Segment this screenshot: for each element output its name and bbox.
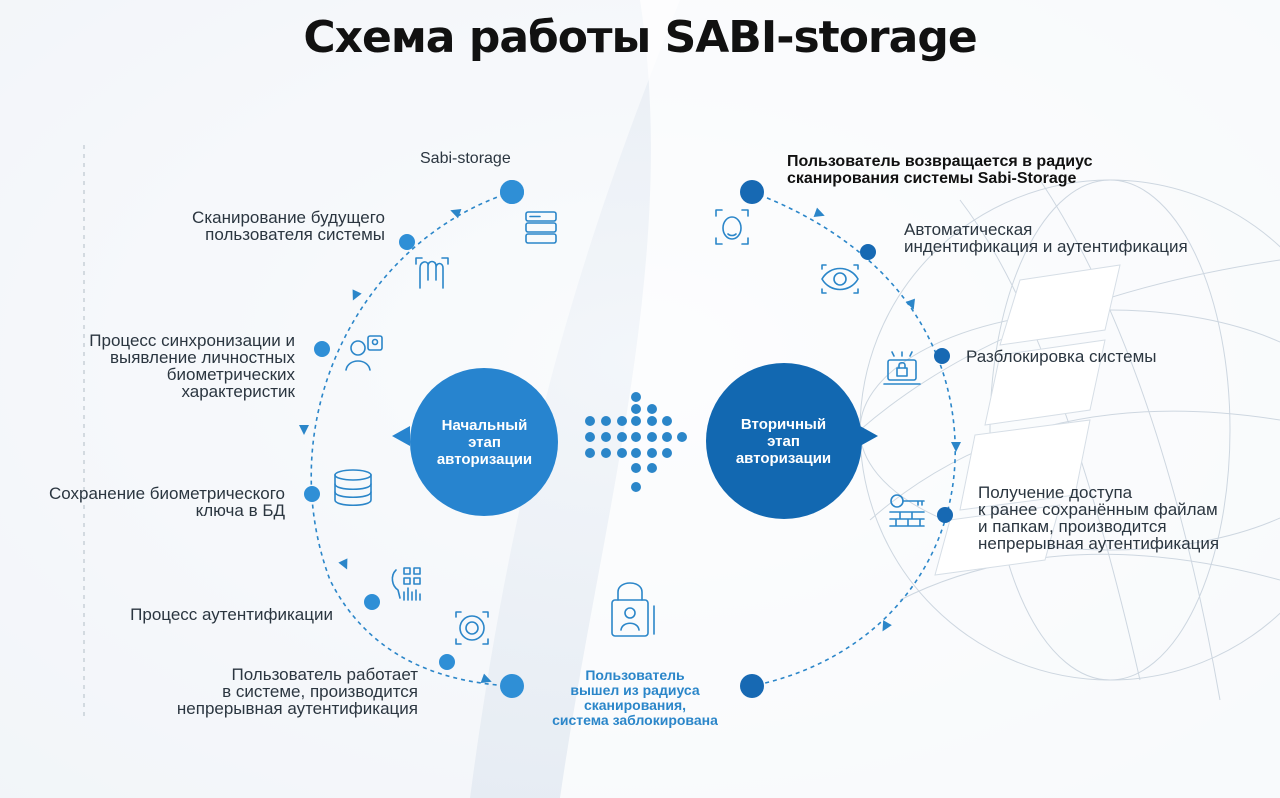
left-step-dot bbox=[314, 341, 330, 357]
flow-arrowheads bbox=[299, 207, 961, 683]
arrow-dot bbox=[617, 432, 627, 442]
flow-arrowhead bbox=[480, 673, 492, 683]
hub-left-circle bbox=[410, 368, 558, 516]
lock-user-icon bbox=[611, 582, 655, 637]
right-step-2-label: Разблокировка системы bbox=[966, 347, 1157, 366]
right-step-dot bbox=[937, 507, 953, 523]
flow-arrowhead bbox=[352, 289, 362, 301]
arrow-dot bbox=[585, 416, 595, 426]
arrow-dot bbox=[631, 463, 641, 473]
flow-arrowhead bbox=[882, 620, 892, 632]
page-title: Схема работы SABI-storage bbox=[303, 12, 977, 63]
end-dot bbox=[740, 674, 764, 698]
arrow-dot bbox=[601, 448, 611, 458]
flow-arrowhead bbox=[450, 209, 462, 219]
arrow-dot bbox=[662, 448, 672, 458]
step-dots bbox=[304, 180, 953, 698]
end-dot bbox=[740, 180, 764, 204]
flow-arrowhead bbox=[905, 298, 915, 310]
arrow-dot bbox=[631, 404, 641, 414]
left-step-dot bbox=[399, 234, 415, 250]
laptop-lock-icon bbox=[883, 351, 921, 385]
flow-arrowhead bbox=[299, 425, 309, 435]
hand-scan-icon bbox=[345, 335, 383, 371]
hub-left-pointer bbox=[392, 426, 410, 446]
arrow-dot bbox=[647, 448, 657, 458]
left-step-dot bbox=[364, 594, 380, 610]
arrow-dot bbox=[662, 432, 672, 442]
key-firewall-icon bbox=[889, 494, 925, 527]
step-icons bbox=[334, 209, 925, 645]
hub-right-pointer bbox=[860, 426, 878, 446]
database-server-icon bbox=[525, 211, 557, 244]
left-top-label: Sabi-storage bbox=[420, 150, 511, 167]
arrow-dot bbox=[631, 392, 641, 402]
arrow-dot bbox=[585, 448, 595, 458]
flow-arrowhead bbox=[338, 558, 348, 570]
user-profile-icon bbox=[334, 469, 372, 507]
face-code-icon bbox=[455, 611, 489, 645]
right-flow-path bbox=[751, 191, 956, 687]
arrow-dot bbox=[677, 432, 687, 442]
transition-dot-arrow bbox=[585, 392, 687, 492]
arrow-dot bbox=[647, 432, 657, 442]
arrow-dot bbox=[631, 416, 641, 426]
database-icon bbox=[391, 567, 421, 601]
eye-scan-icon bbox=[821, 264, 859, 294]
arrow-dot bbox=[647, 463, 657, 473]
right-step-dot bbox=[860, 244, 876, 260]
arrow-dot bbox=[647, 416, 657, 426]
hub-right-circle bbox=[706, 363, 862, 519]
left-step-dot bbox=[439, 654, 455, 670]
right-step-dot bbox=[934, 348, 950, 364]
flow-arrowhead bbox=[813, 207, 825, 217]
arrow-dot bbox=[662, 416, 672, 426]
left-step-4-label: Процесс аутентификации bbox=[130, 605, 333, 624]
stage-hubs bbox=[392, 363, 878, 519]
end-dot bbox=[500, 180, 524, 204]
fingerprint-icon bbox=[415, 257, 449, 289]
arrow-dot bbox=[601, 416, 611, 426]
face-scan-icon bbox=[715, 209, 749, 245]
flow-arrowhead bbox=[951, 442, 961, 452]
arrow-dot bbox=[601, 432, 611, 442]
arrow-dot bbox=[617, 448, 627, 458]
arrow-dot bbox=[647, 404, 657, 414]
left-flow-path bbox=[310, 191, 513, 687]
arrow-dot bbox=[631, 448, 641, 458]
left-step-dot bbox=[304, 486, 320, 502]
end-dot bbox=[500, 674, 524, 698]
arrow-dot bbox=[617, 416, 627, 426]
flow-paths bbox=[310, 191, 956, 687]
arrow-dot bbox=[631, 432, 641, 442]
arrow-dot bbox=[631, 482, 641, 492]
arrow-dot bbox=[585, 432, 595, 442]
